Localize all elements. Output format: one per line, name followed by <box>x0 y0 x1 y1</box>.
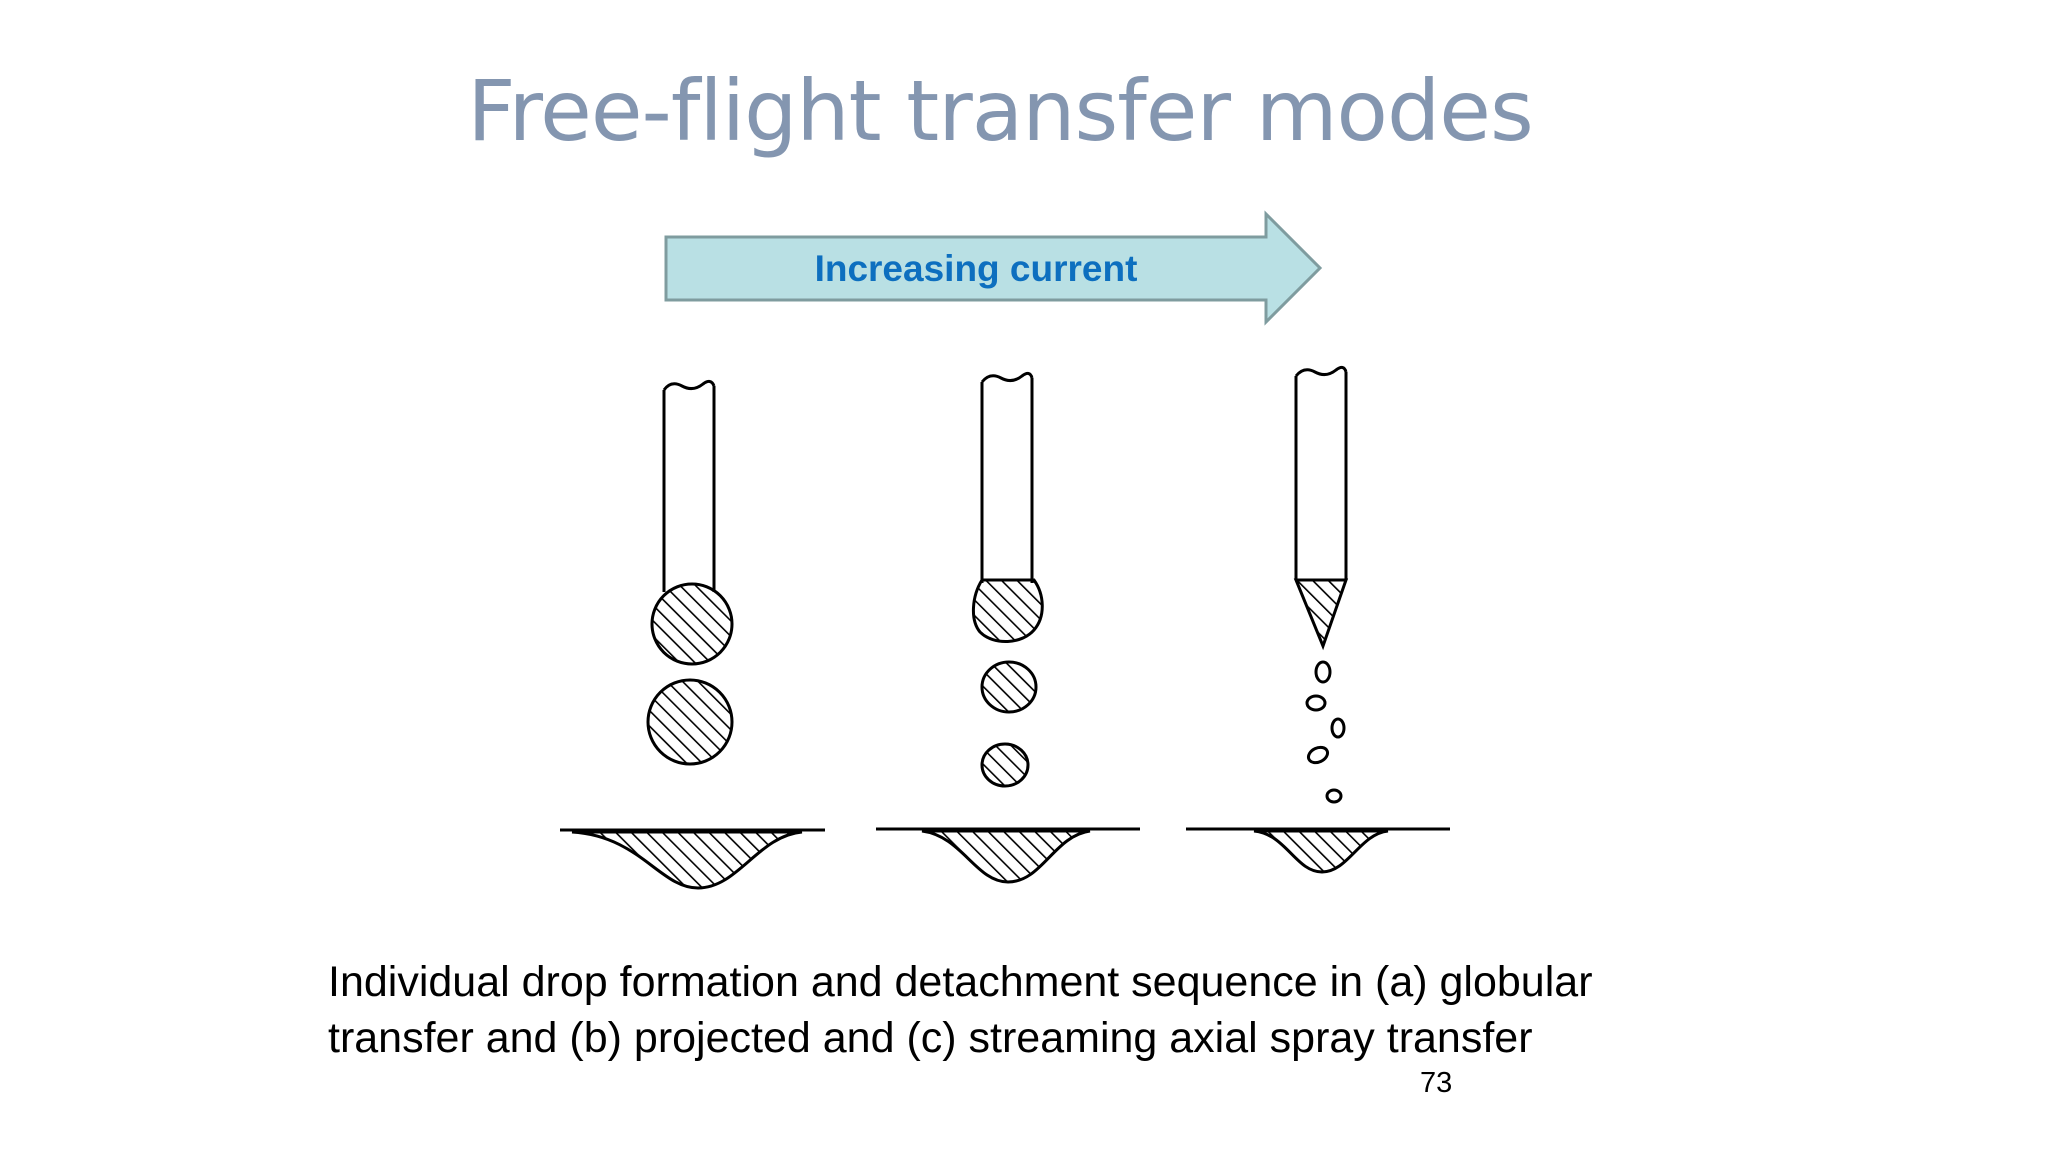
spray-droplet <box>1305 694 1327 712</box>
electrode-b <box>980 371 1034 583</box>
spray-droplets-c <box>1305 660 1346 804</box>
droplet-a2 <box>646 678 734 766</box>
caption-line-2: transfer and (b) projected and (c) strea… <box>328 1014 1533 1062</box>
droplet-a1 <box>650 582 734 666</box>
projected-transfer-figure <box>876 371 1140 884</box>
droplet-b2 <box>980 742 1030 788</box>
streaming-transfer-figure <box>1186 365 1450 874</box>
weld-pool-a <box>560 828 825 890</box>
arrow-label: Increasing current <box>815 248 1138 289</box>
spray-droplet <box>1314 660 1332 684</box>
figure-caption: Individual drop formation and detachment… <box>328 954 1828 1066</box>
electrode-c <box>1294 365 1348 580</box>
weld-pool-c <box>1186 827 1450 874</box>
globular-transfer-figure <box>560 379 825 890</box>
spray-droplet <box>1325 788 1343 804</box>
slide-title: Free-flight transfer modes <box>467 62 1533 160</box>
spray-droplet <box>1306 745 1330 765</box>
page-number: 73 <box>1420 1067 1453 1099</box>
electrode-a <box>662 379 716 592</box>
tapered-tip-c <box>1293 578 1349 651</box>
increasing-current-arrow: Increasing current <box>664 210 1323 326</box>
spray-droplet <box>1330 717 1346 739</box>
arrow-shape <box>664 210 1323 326</box>
droplet-b1 <box>980 660 1038 714</box>
forming-drop-b <box>972 578 1044 644</box>
caption-line-1: Individual drop formation and detachment… <box>328 958 1593 1006</box>
weld-pool-b <box>876 827 1140 884</box>
